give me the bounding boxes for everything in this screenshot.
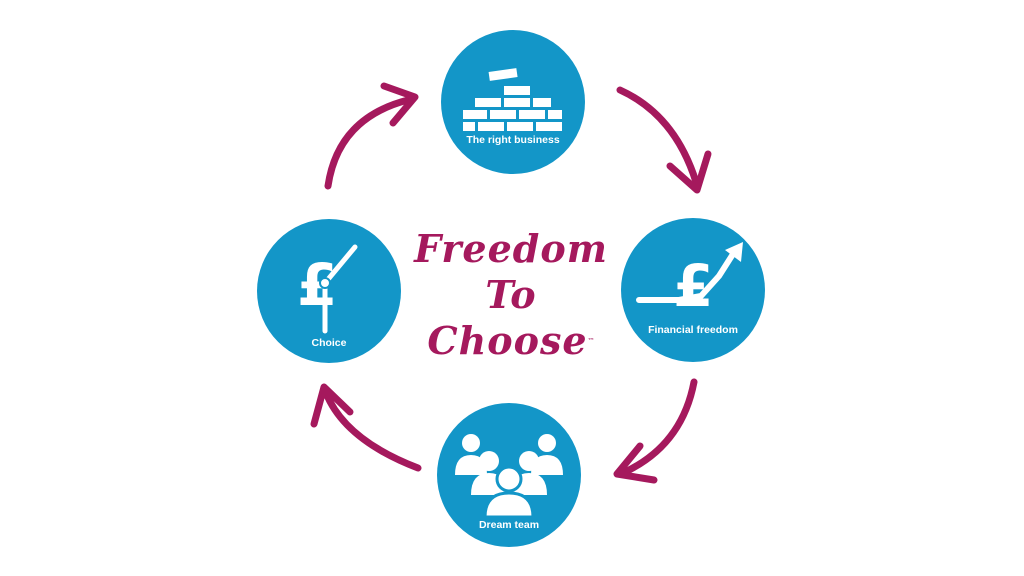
arrow-choice-to-business [324, 96, 412, 190]
arrowhead-business-to-financial [666, 150, 712, 194]
arrowhead-financial-to-team [613, 442, 658, 484]
node-label: Financial freedom [648, 324, 738, 336]
trademark-symbol: ™ [587, 337, 595, 345]
node-label: Dream team [478, 519, 540, 531]
title-line-2: To Choose™ [408, 272, 614, 364]
arrow-financial-to-team [621, 378, 698, 476]
arrowhead-team-to-choice [310, 383, 354, 428]
arrow-business-to-financial [616, 86, 700, 186]
people-group-icon [455, 434, 563, 519]
node-label: Choice [311, 337, 347, 349]
node-dream-team: Dream team [437, 403, 581, 547]
title-line-1: Freedom [414, 226, 608, 271]
node-label: The right business [466, 134, 560, 146]
node-choice: £ Choice [257, 219, 401, 363]
arrowhead-choice-to-business [380, 82, 419, 127]
node-right-business: The right business [441, 30, 585, 174]
node-financial-freedom: £ Financial freedom [621, 218, 765, 362]
title-line-2-text: To Choose [427, 272, 588, 363]
pound-growth-arrow-icon: £ [636, 242, 743, 320]
arrow-team-to-choice [322, 389, 422, 472]
brick-wall-icon [463, 68, 562, 131]
diagram-title: Freedom To Choose™ [408, 226, 614, 364]
svg-text:£: £ [297, 251, 337, 319]
pound-lever-icon: £ [297, 244, 358, 334]
